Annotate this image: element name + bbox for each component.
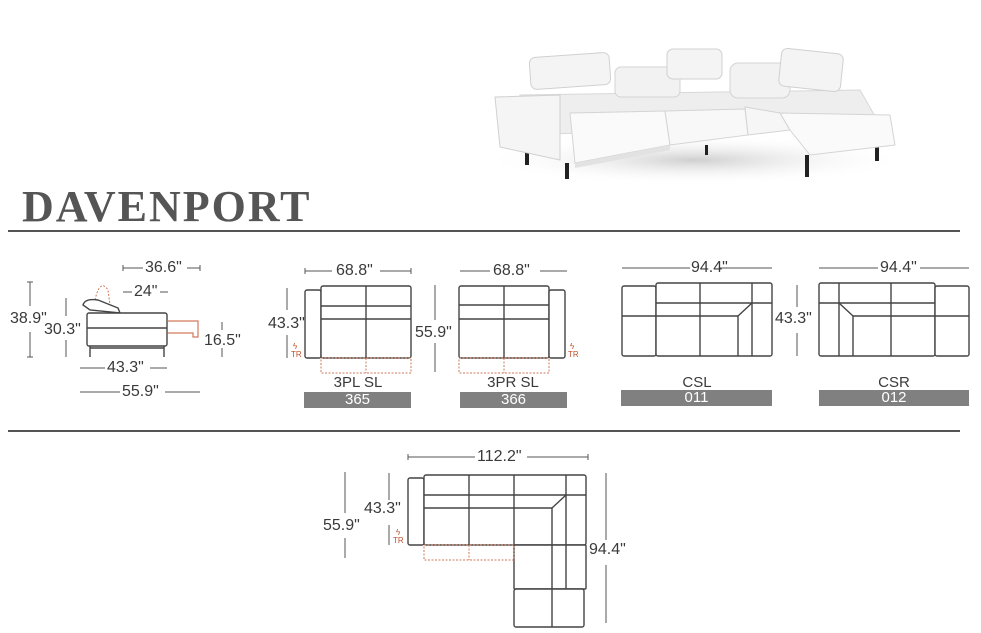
module-csl-drawing: [621, 267, 773, 357]
module-3pl-sl-drawing: ϟ: [286, 268, 412, 374]
side-profile-drawing: [27, 265, 223, 393]
extended-depth-label: 55.9": [323, 517, 360, 534]
model-code: 366: [460, 392, 567, 408]
full-sectional-diagram: ϟ 112.2" 55.9" 43.3" TR 94.4": [323, 445, 650, 633]
seat-height-label: 16.5": [204, 332, 241, 349]
model-name: CSR: [878, 374, 910, 391]
back-height-label: 30.3": [44, 321, 81, 338]
headrest-depth-label: 36.6": [145, 259, 182, 276]
model-code: 012: [819, 390, 969, 406]
overall-height-label: 38.9": [10, 310, 47, 327]
seat-depth-label: 43.3": [107, 359, 144, 376]
module-3pl-sl: ϟ 68.8" 43.3" TR 3PL SL 365: [268, 255, 420, 410]
svg-text:ϟ: ϟ: [570, 342, 575, 351]
product-title: DAVENPORT: [22, 182, 312, 231]
seat-depth-label: 43.3": [364, 500, 401, 517]
module-csl: 94.4" CSL 011: [615, 255, 785, 410]
depth-label: 43.3": [775, 310, 812, 327]
model-name: 3PR SL: [487, 374, 539, 391]
headrest-offset-label: 24": [134, 283, 158, 300]
total-depth-label: 94.4": [589, 541, 626, 558]
model-code: 011: [621, 390, 772, 406]
model-code: 365: [304, 392, 411, 408]
model-name: CSL: [682, 374, 712, 391]
width-label: 68.8": [336, 262, 373, 279]
full-sectional-drawing: ϟ: [344, 454, 607, 628]
module-csr-drawing: [796, 267, 970, 357]
svg-text:ϟ: ϟ: [396, 528, 401, 537]
width-label: 94.4": [691, 259, 728, 276]
width-label: 94.4": [880, 259, 917, 276]
depth-label: 43.3": [268, 315, 305, 332]
total-width-label: 112.2": [477, 448, 522, 465]
svg-text:ϟ: ϟ: [293, 342, 298, 351]
product-photo: [480, 35, 910, 185]
width-label: 68.8": [493, 262, 530, 279]
depth-label: 55.9": [415, 324, 452, 341]
side-view-diagram: 36.6" 24" 38.9" 30.3" 16.5" 43.3" 55.9": [0, 250, 260, 410]
sofa-photo-illustration: [480, 47, 910, 185]
power-recline-label: TR: [568, 350, 579, 359]
module-csr: 94.4" 43.3" CSR 012: [775, 255, 981, 410]
section-divider: [8, 430, 960, 432]
model-name: 3PL SL: [333, 374, 383, 391]
extended-depth-label: 55.9": [122, 383, 159, 400]
power-recline-label: TR: [393, 536, 404, 545]
title-divider: [8, 230, 960, 232]
module-3pr-sl: ϟ 68.8" 55.9" TR 3PR SL 366: [415, 255, 595, 410]
module-3pr-sl-drawing: ϟ: [434, 270, 575, 374]
power-recline-label: TR: [291, 350, 302, 359]
